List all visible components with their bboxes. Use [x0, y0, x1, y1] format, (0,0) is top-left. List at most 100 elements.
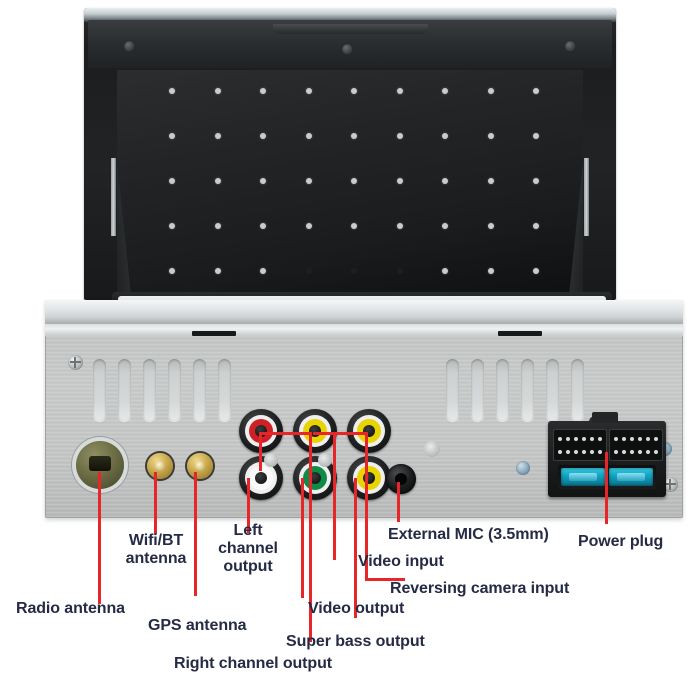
leader-left-channel-output	[247, 478, 250, 533]
cover-dot	[351, 178, 357, 184]
cover-dot	[214, 223, 221, 229]
power-pin	[622, 437, 626, 441]
wifi-bt-antenna-jack[interactable]	[147, 453, 173, 479]
power-pin	[566, 450, 570, 454]
cover-dot	[487, 133, 494, 139]
vent-slot-r5	[546, 359, 559, 421]
cover-dot	[396, 223, 403, 229]
power-fuse-left	[561, 468, 605, 486]
cover-dot	[214, 88, 221, 94]
cover-dot	[169, 88, 175, 94]
cover-dot	[169, 223, 175, 229]
power-pin	[654, 437, 658, 441]
external-mic-jack[interactable]	[386, 464, 416, 494]
leader-right-channel-stub	[259, 432, 262, 471]
vent-slot-r6	[571, 359, 584, 421]
label-right-channel-output: Right channel output	[174, 655, 332, 672]
power-pin	[630, 450, 634, 454]
cover-dot	[487, 223, 494, 229]
label-reversing-camera-input: Reversing camera input	[390, 580, 570, 597]
leader-right-channel-elbow	[259, 432, 312, 435]
front-panel-cover	[84, 8, 616, 300]
cover-dot	[305, 223, 312, 229]
cover-dot	[260, 223, 266, 229]
cover-dot	[533, 133, 539, 139]
label-video-output: Video output	[308, 600, 405, 617]
power-pin	[582, 437, 586, 441]
leader-radio-antenna	[98, 472, 101, 604]
cover-screw-center	[342, 44, 353, 55]
cover-dot	[442, 268, 448, 274]
chassis-screw-right-lower	[663, 477, 678, 492]
cover-dot	[442, 223, 448, 229]
power-pin	[574, 450, 578, 454]
rca-video-output[interactable]	[293, 456, 337, 500]
cover-dot	[487, 88, 494, 94]
cover-screw-right	[565, 41, 576, 52]
cover-dot	[351, 88, 357, 94]
cover-dot	[260, 88, 266, 94]
power-pin	[598, 437, 602, 441]
cover-screw-left	[124, 41, 135, 52]
power-pin	[630, 437, 634, 441]
cover-dot	[533, 268, 539, 274]
cover-dot	[533, 223, 539, 229]
power-pin	[646, 437, 650, 441]
cover-dot	[305, 268, 312, 274]
cover-dot	[442, 178, 448, 184]
leader-camera-elbow-bottom	[365, 578, 405, 581]
cover-dot	[169, 133, 175, 139]
rca-reversing-camera-input[interactable]	[293, 409, 337, 453]
leader-right-channel-output	[309, 432, 312, 642]
leader-video-input	[333, 432, 336, 560]
chassis-rear-panel	[45, 292, 683, 518]
leader-gps-antenna	[194, 472, 197, 596]
power-pin	[614, 437, 618, 441]
power-pin	[590, 437, 594, 441]
cover-top-glass-edge	[84, 8, 616, 22]
label-gps-antenna: GPS antenna	[148, 617, 247, 634]
power-pin	[566, 437, 570, 441]
chassis-top-edge-lower	[45, 324, 683, 336]
power-pin-block-left	[553, 429, 607, 461]
cover-dot	[351, 133, 357, 139]
cover-dot	[260, 178, 266, 184]
leader-camera-elbow-top	[313, 432, 368, 435]
cover-dot	[396, 178, 403, 184]
power-pin	[558, 437, 562, 441]
power-pin	[598, 450, 602, 454]
power-plug-connector[interactable]	[548, 412, 666, 497]
leader-power-plug	[605, 452, 608, 524]
vent-slot-r3	[496, 359, 509, 421]
cover-dot	[214, 133, 221, 139]
leader-camera-vertical	[365, 432, 368, 580]
leader-wifi-bt-antenna	[154, 472, 157, 534]
label-power-plug: Power plug	[578, 533, 664, 550]
vent-slot-l1	[93, 359, 106, 421]
vent-slot-l3	[143, 359, 156, 421]
rca-video-input[interactable]	[347, 409, 391, 453]
cover-dot-panel	[117, 70, 583, 292]
vent-slot-r4	[521, 359, 534, 421]
cover-dot	[169, 268, 175, 274]
cover-dot	[396, 133, 403, 139]
gps-antenna-jack[interactable]	[187, 453, 213, 479]
vent-slot-l6	[218, 359, 231, 421]
cover-dot	[487, 178, 494, 184]
cover-dot	[169, 178, 175, 184]
vent-slot-l5	[193, 359, 206, 421]
power-pin	[654, 450, 658, 454]
chassis-screw-left	[68, 355, 83, 370]
leader-external-mic	[397, 482, 400, 522]
vent-slot-r2	[471, 359, 484, 421]
power-pin	[638, 450, 642, 454]
chassis-slot-right	[498, 331, 542, 336]
vent-slot-l2	[118, 359, 131, 421]
panel-rivet-left	[264, 453, 278, 467]
cover-dot	[351, 268, 357, 274]
power-plug-tab	[592, 412, 618, 423]
vent-slot-r1	[446, 359, 459, 421]
chassis-top-edge	[45, 300, 683, 324]
power-pin	[558, 450, 562, 454]
cover-dot	[533, 88, 539, 94]
